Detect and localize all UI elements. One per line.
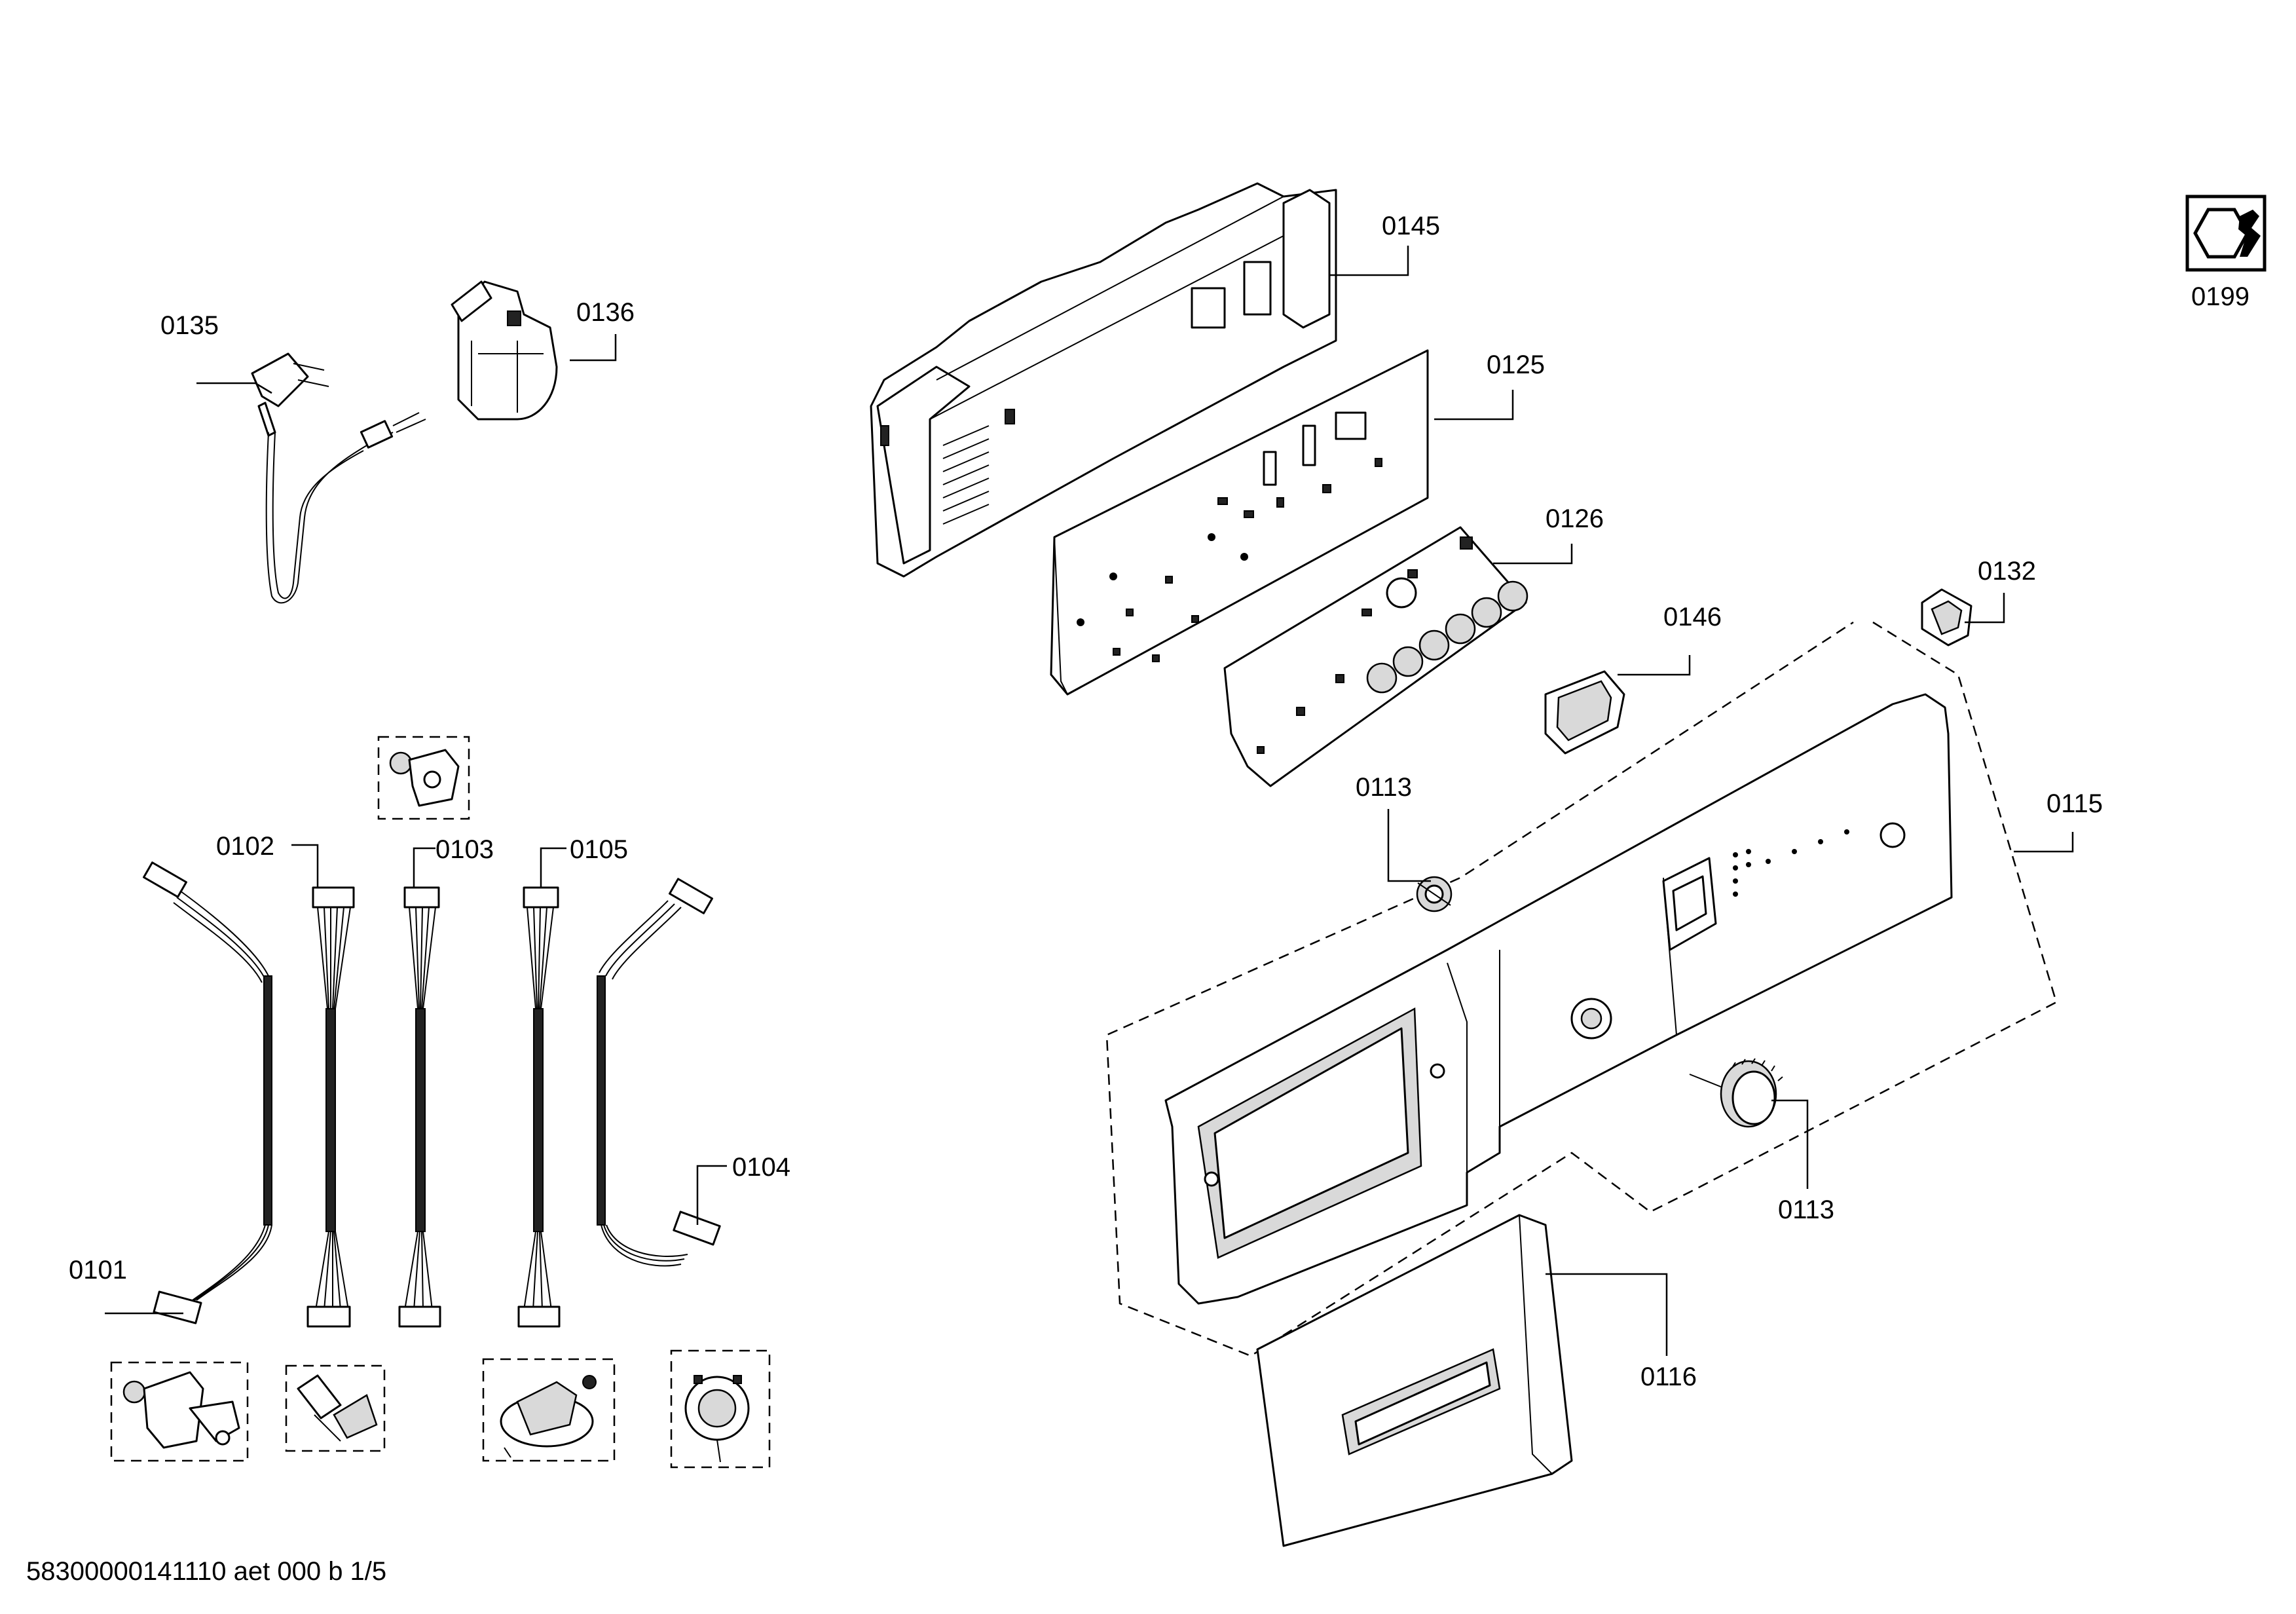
- leader-0145: [1329, 246, 1409, 276]
- part-label-0102: 0102: [216, 832, 274, 861]
- selector-switch-box-4: [670, 1349, 771, 1469]
- part-label-0125: 0125: [1487, 350, 1545, 379]
- part-label-0104: 0104: [732, 1153, 790, 1182]
- part-label-0105: 0105: [570, 835, 628, 864]
- leader-0135: [196, 382, 272, 394]
- harness-0101-part: [143, 861, 272, 1324]
- part-label-0115: 0115: [2046, 789, 2103, 818]
- part-label-0113-upper: 0113: [1356, 773, 1412, 802]
- part-label-0113-lower: 0113: [1778, 1195, 1834, 1224]
- part-label-0126: 0126: [1546, 504, 1604, 533]
- document-code: 58300000141110 aet 000 b 1/5: [26, 1557, 386, 1586]
- part-label-0145: 0145: [1382, 212, 1440, 240]
- harness-0103-part: [398, 886, 441, 1328]
- leader-0113a: [1387, 809, 1431, 882]
- leader-0103: [413, 847, 435, 888]
- leader-0126: [1493, 544, 1573, 565]
- clip-part: [1921, 588, 1972, 647]
- part-label-0116: 0116: [1640, 1362, 1697, 1391]
- tool-number-label: 0199: [2191, 282, 2250, 311]
- assembly-outline-dashed: [1105, 621, 2058, 1357]
- part-label-0136: 0136: [576, 298, 635, 327]
- noise-filter-part: [451, 280, 558, 421]
- power-cord-part: [251, 352, 426, 604]
- leader-0105: [540, 847, 566, 888]
- main-pcb-part: [1050, 349, 1429, 696]
- nut-wrench-icon: [2185, 195, 2267, 272]
- harness-0102-part: [306, 886, 355, 1328]
- leader-0116: [1546, 1273, 1668, 1356]
- dispenser-drawer-handle-part: [1256, 1214, 1573, 1547]
- leader-0125: [1434, 390, 1514, 421]
- part-label-0146: 0146: [1663, 603, 1722, 631]
- part-label-0132: 0132: [1978, 557, 2036, 586]
- leader-0104: [696, 1165, 727, 1225]
- pressure-switch-box-3: [482, 1358, 616, 1462]
- electronics-housing-part: [870, 182, 1337, 578]
- leader-0136: [570, 334, 617, 362]
- housing-vent-slots: [942, 425, 990, 525]
- leader-0132: [1965, 593, 2005, 624]
- rotary-knob-part: [1689, 1058, 1783, 1128]
- part-label-0135: 0135: [160, 311, 219, 340]
- harness-0105-part: [517, 886, 561, 1328]
- display-cover-part: [1544, 670, 1625, 755]
- control-panel-fascia-part: [1164, 693, 1953, 1305]
- part-label-0101: 0101: [69, 1256, 127, 1285]
- leader-0102: [291, 844, 319, 888]
- valve-component-top-box: [377, 736, 470, 820]
- sensor-component-box-2: [285, 1364, 386, 1452]
- control-pcb-part: [1223, 526, 1528, 787]
- leader-0146: [1618, 655, 1691, 676]
- valve-component-box-1: [110, 1361, 249, 1462]
- rotary-switches: [1366, 580, 1528, 694]
- knob-small-part: [1416, 876, 1453, 912]
- harness-0104-part: [597, 878, 721, 1267]
- leader-0115: [2014, 832, 2074, 853]
- leader-0113b: [1771, 1099, 1809, 1189]
- part-label-0103: 0103: [435, 835, 494, 864]
